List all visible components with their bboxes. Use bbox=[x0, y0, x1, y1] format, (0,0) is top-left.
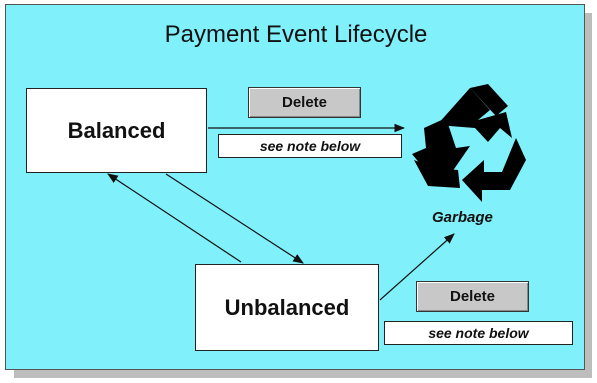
arrow-balanced-to-unbalanced bbox=[165, 173, 304, 264]
garbage-label: Garbage bbox=[432, 209, 493, 226]
delete-button-top[interactable]: Delete bbox=[248, 87, 361, 118]
unbalanced-state: Unbalanced bbox=[195, 264, 379, 351]
arrow-unbalanced-to-balanced bbox=[107, 173, 242, 263]
balanced-state: Balanced bbox=[26, 88, 207, 173]
note-top: see note below bbox=[218, 134, 402, 158]
arrow-unbalanced-to-garbage bbox=[379, 233, 455, 301]
diagram-title: Payment Event Lifecycle bbox=[164, 21, 428, 48]
delete-button-bottom[interactable]: Delete bbox=[416, 281, 529, 312]
note-bottom: see note below bbox=[384, 321, 573, 345]
recycle-icon bbox=[412, 84, 526, 202]
